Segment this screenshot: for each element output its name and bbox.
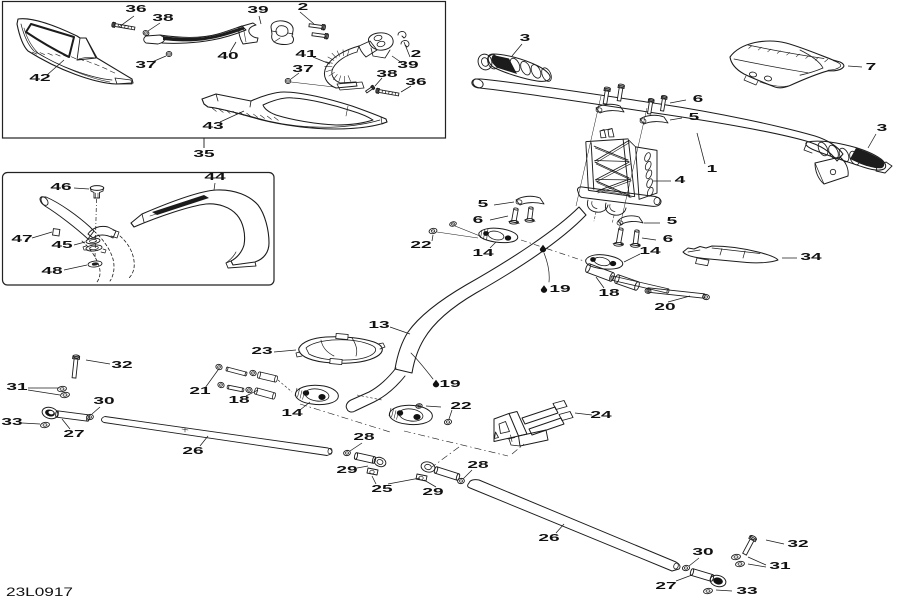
svg-text:36: 36 [405, 77, 426, 88]
svg-text:28: 28 [353, 432, 374, 443]
svg-text:41: 41 [295, 49, 317, 60]
svg-text:19: 19 [549, 284, 570, 295]
svg-text:25: 25 [371, 484, 393, 495]
svg-text:35: 35 [193, 149, 215, 160]
svg-text:39: 39 [397, 60, 418, 71]
svg-text:5: 5 [667, 216, 678, 227]
svg-text:2: 2 [411, 49, 422, 60]
svg-text:38: 38 [376, 69, 397, 80]
svg-text:37: 37 [292, 64, 313, 75]
svg-text:1: 1 [707, 164, 718, 175]
svg-text:46: 46 [50, 182, 71, 193]
svg-text:3: 3 [877, 123, 888, 134]
svg-text:13: 13 [368, 320, 389, 331]
svg-text:22: 22 [450, 401, 471, 412]
svg-text:26: 26 [182, 446, 203, 457]
svg-text:24: 24 [590, 410, 612, 421]
svg-text:5: 5 [478, 199, 489, 210]
svg-text:33: 33 [736, 586, 757, 597]
svg-text:5: 5 [689, 112, 700, 123]
svg-text:14: 14 [639, 246, 661, 257]
svg-text:33: 33 [1, 417, 22, 428]
svg-text:23L0917: 23L0917 [6, 585, 73, 597]
svg-text:27: 27 [63, 429, 84, 440]
svg-text:30: 30 [93, 396, 114, 407]
svg-text:32: 32 [787, 539, 808, 550]
svg-text:29: 29 [336, 465, 357, 476]
svg-text:22: 22 [410, 240, 431, 251]
svg-text:26: 26 [538, 533, 559, 544]
svg-text:47: 47 [11, 234, 32, 245]
svg-text:18: 18 [228, 395, 249, 406]
svg-text:29: 29 [422, 487, 443, 498]
svg-text:32: 32 [111, 360, 132, 371]
svg-text:39: 39 [247, 5, 268, 16]
svg-text:6: 6 [663, 234, 674, 245]
svg-text:42: 42 [29, 73, 50, 84]
svg-text:44: 44 [204, 172, 226, 183]
svg-text:36: 36 [125, 4, 146, 15]
svg-text:30: 30 [692, 547, 713, 558]
svg-text:6: 6 [693, 94, 704, 105]
svg-text:7: 7 [866, 62, 877, 73]
svg-text:31: 31 [6, 382, 28, 393]
svg-text:18: 18 [598, 288, 619, 299]
svg-text:45: 45 [51, 240, 73, 251]
svg-text:3: 3 [520, 33, 531, 44]
svg-text:14: 14 [472, 248, 494, 259]
svg-text:48: 48 [41, 266, 62, 277]
svg-text:19: 19 [439, 379, 460, 390]
svg-text:2: 2 [298, 2, 309, 13]
svg-text:43: 43 [202, 121, 223, 132]
svg-text:37: 37 [135, 60, 156, 71]
svg-text:21: 21 [189, 386, 211, 397]
svg-text:14: 14 [281, 408, 303, 419]
svg-text:23: 23 [251, 346, 272, 357]
svg-text:6: 6 [473, 215, 484, 226]
svg-text:27: 27 [655, 581, 676, 592]
svg-text:20: 20 [654, 302, 675, 313]
svg-text:31: 31 [769, 561, 791, 572]
svg-text:28: 28 [467, 460, 488, 471]
svg-text:34: 34 [800, 252, 822, 263]
svg-text:38: 38 [152, 13, 173, 24]
svg-text:4: 4 [675, 175, 686, 186]
svg-text:40: 40 [217, 51, 238, 62]
